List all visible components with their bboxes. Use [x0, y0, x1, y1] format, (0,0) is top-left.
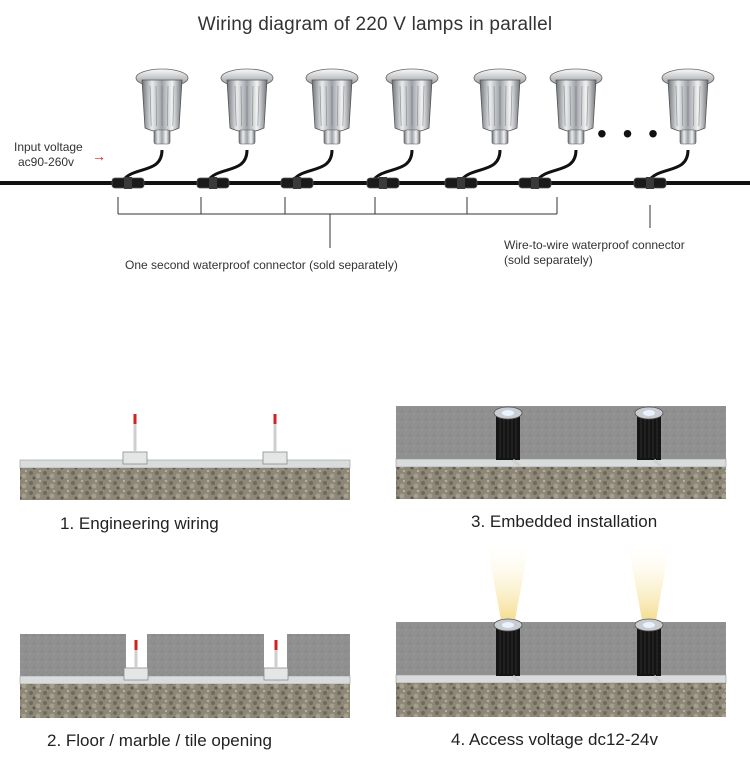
step-2-label: 2. Floor / marble / tile opening [47, 731, 272, 750]
light-beam [629, 544, 669, 620]
step-3-label: 3. Embedded installation [471, 512, 658, 531]
waterproof-connector-4 [366, 177, 400, 189]
one-second-connector-label: One second waterproof connector (sold se… [125, 258, 398, 272]
step-1-label: 1. Engineering wiring [60, 514, 219, 533]
diagram-title: Wiring diagram of 220 V lamps in paralle… [197, 14, 553, 35]
lamp-4 [370, 68, 439, 183]
step-4-label: 4. Access voltage dc12-24v [451, 730, 658, 749]
input-voltage-line1: Input voltage [14, 140, 83, 154]
waterproof-connector-1 [111, 177, 145, 189]
waterproof-connector-2 [196, 177, 230, 189]
lamp-2 [205, 68, 274, 183]
more-lamps-ellipsis: • • • [597, 118, 662, 149]
panel-access-voltage [395, 544, 727, 717]
waterproof-connector-3 [280, 177, 314, 189]
embedded-lamp-1 [488, 544, 528, 684]
connector-bracket [117, 197, 651, 248]
panel-embedded-installation [395, 406, 727, 499]
lamp-7 [646, 68, 715, 183]
junction-box-2 [262, 414, 288, 465]
embedded-lamp-2 [634, 406, 664, 468]
waterproof-connector-5 [444, 177, 478, 189]
lamp-6 [534, 68, 603, 183]
input-voltage-line2: ac90-260v [18, 155, 75, 169]
embedded-lamp-1 [493, 406, 523, 468]
wire-to-wire-connector-label: Wire-to-wire waterproof connector (sold … [504, 238, 685, 268]
junction-box-1 [123, 640, 149, 681]
wire-to-wire-line1: Wire-to-wire waterproof connector [504, 238, 685, 252]
light-beam [488, 544, 528, 620]
panel-engineering-wiring [19, 414, 351, 500]
wire-to-wire-line2: (sold separately) [504, 253, 593, 267]
lamp-1 [120, 68, 189, 183]
lamp-5 [458, 68, 527, 183]
waterproof-connector-7 [633, 177, 667, 189]
panel-floor-opening [19, 634, 351, 718]
junction-box-1 [122, 414, 148, 465]
junction-box-2 [263, 640, 289, 681]
lamp-3 [290, 68, 359, 183]
arrow-right-icon: → [92, 148, 106, 164]
embedded-lamp-2 [629, 544, 669, 684]
input-voltage-label: Input voltage ac90-260v [14, 140, 83, 170]
waterproof-connector-6 [518, 177, 552, 189]
